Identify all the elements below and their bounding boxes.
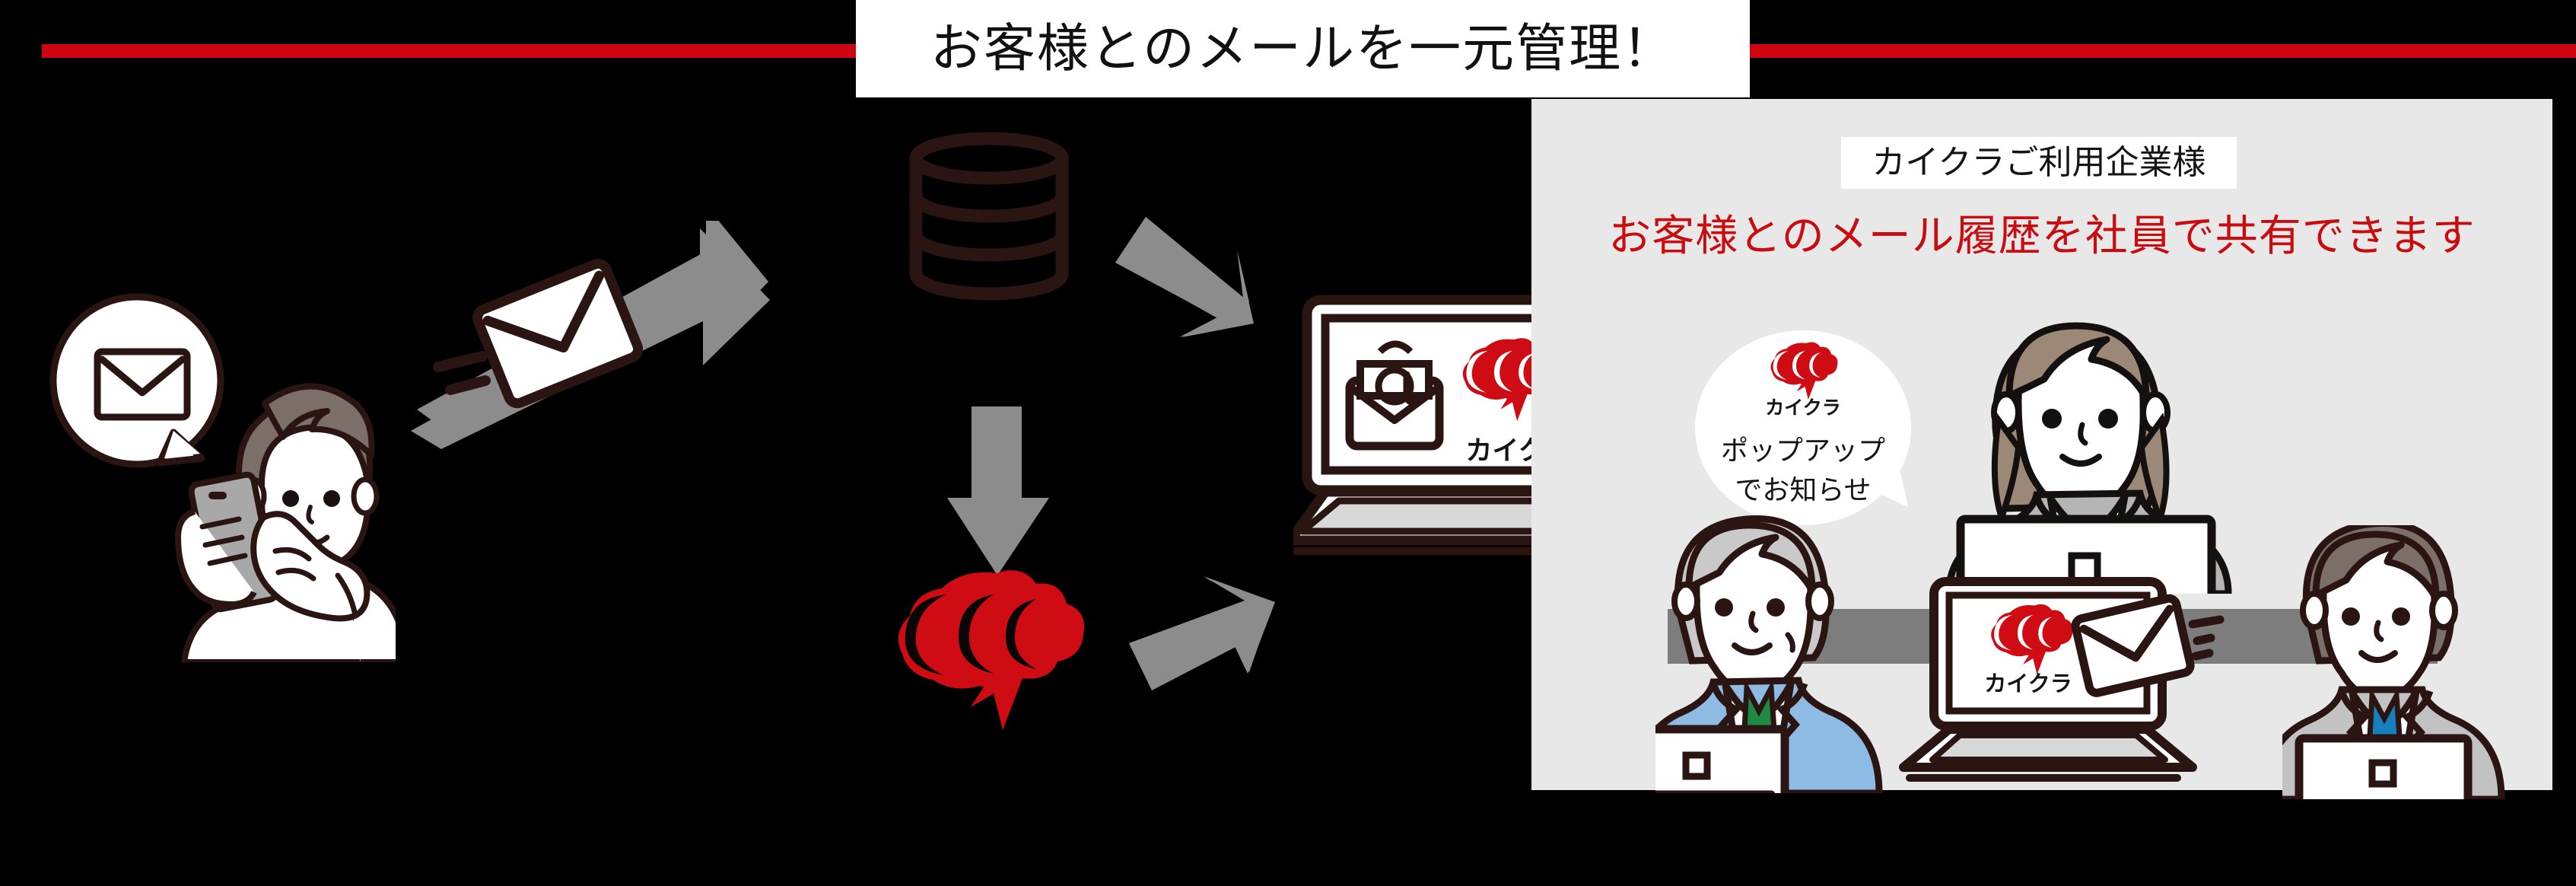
- database-cylinder-icon: [909, 132, 1069, 301]
- popup-bubble-wordmark: カイクラ: [1765, 397, 1841, 419]
- employee-right: [2282, 525, 2505, 799]
- flying-envelope-icon-left: [433, 258, 644, 409]
- employee-left: [1655, 515, 1883, 793]
- customer-figure: [174, 383, 396, 662]
- kaikura-cloud-logo: [898, 570, 1085, 730]
- employee-center: [1945, 322, 2232, 594]
- company-panel-badge-label: カイクラご利用企業様: [1872, 144, 2206, 181]
- arrow-logo-to-laptop: [1129, 576, 1275, 690]
- popup-bubble-line2: でお知らせ: [1735, 474, 1871, 505]
- arrow-database-to-logo: [947, 406, 1049, 575]
- popup-bubble: カイクラ ポップアップ でお知らせ: [1695, 330, 1911, 525]
- panel-center-laptop: カイクラ: [1899, 577, 2225, 782]
- arrow-database-to-laptop: [1115, 217, 1254, 337]
- company-panel-headline: お客様とのメール履歴を社員で共有できます: [1608, 212, 2476, 260]
- flying-envelope-icon-panel: [2071, 594, 2225, 697]
- mail-bubble-icon: [49, 293, 224, 468]
- page-title: お客様とのメールを一元管理！: [930, 20, 1676, 78]
- popup-bubble-line1: ポップアップ: [1721, 435, 1885, 466]
- at-mail-envelope-icon: [1345, 340, 1444, 451]
- title-box: お客様とのメールを一元管理！: [856, 0, 1750, 97]
- company-panel-badge: カイクラご利用企業様: [1841, 137, 2237, 189]
- panel-laptop-wordmark: カイクラ: [1984, 671, 2072, 696]
- customer-group: [49, 293, 396, 662]
